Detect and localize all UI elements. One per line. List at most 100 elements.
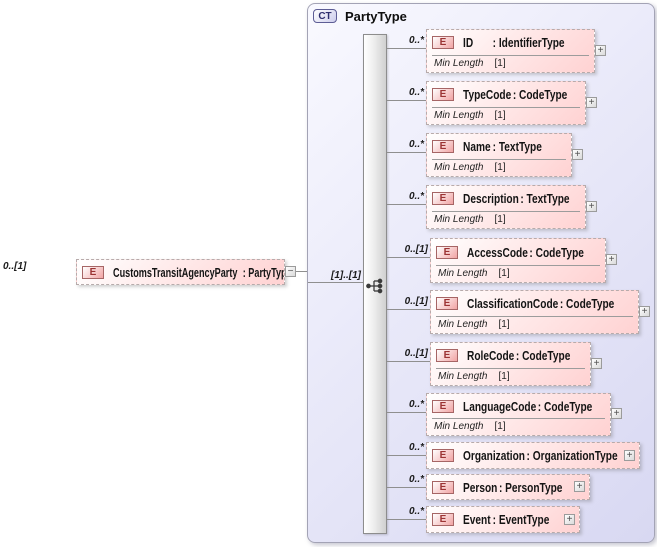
- connector-line: [387, 519, 426, 520]
- facet-label: Min Length: [434, 162, 484, 173]
- element-name: CustomsTransitAgencyParty: [113, 264, 238, 280]
- occurrence-label-classificationcode: 0..[1]: [404, 296, 428, 307]
- expand-toggle-classificationcode[interactable]: +: [639, 306, 650, 317]
- element-box-customs-transit-agency-party[interactable]: E CustomsTransitAgencyPartyPartyType: [76, 259, 285, 285]
- occurrence-label-organization: 0..*: [408, 442, 424, 453]
- element-type: PartyType: [240, 265, 284, 280]
- connector-line: [387, 487, 426, 488]
- complex-type-panel-partytype: CT PartyType [1]..[1]: [307, 3, 655, 543]
- element-box-event[interactable]: E EventEventType: [426, 506, 580, 533]
- sequence-compositor-bar[interactable]: [363, 34, 387, 534]
- occurrence-label-group: [1]..[1]: [331, 270, 361, 281]
- element-name: ClassificationCode: [467, 296, 559, 311]
- element-type: IdentifierType: [493, 35, 565, 50]
- facet-value: [1]: [494, 214, 506, 225]
- element-type: CodeType: [560, 296, 614, 311]
- expand-toggle-rolecode[interactable]: +: [591, 358, 602, 369]
- element-box-description[interactable]: E DescriptionTextType Min Length [1]: [426, 185, 586, 229]
- element-type: CodeType: [538, 399, 592, 414]
- element-type: EventType: [493, 512, 550, 527]
- connector-line: [387, 152, 426, 153]
- connector-line: [387, 309, 430, 310]
- sequence-icon: [366, 278, 383, 294]
- element-name: LanguageCode: [463, 398, 537, 414]
- element-icon: E: [436, 245, 458, 259]
- facet-label: Min Length: [438, 371, 488, 382]
- facet-row: Min Length [1]: [436, 368, 585, 385]
- element-icon: E: [432, 513, 454, 526]
- facet-value: [1]: [498, 371, 510, 382]
- expand-toggle-organization[interactable]: +: [624, 450, 635, 461]
- element-box-rolecode[interactable]: E RoleCodeCodeType Min Length [1]: [430, 342, 591, 386]
- element-box-classificationcode[interactable]: E ClassificationCodeCodeType Min Length …: [430, 290, 639, 334]
- element-name: Description: [463, 191, 519, 206]
- element-icon: E: [436, 297, 458, 310]
- element-header: E CustomsTransitAgencyPartyPartyType: [77, 260, 284, 284]
- facet-row: Min Length [1]: [432, 211, 580, 228]
- element-box-typecode[interactable]: E TypeCodeCodeType Min Length [1]: [426, 81, 586, 125]
- facet-label: Min Length: [438, 268, 488, 279]
- element-icon: E: [432, 399, 454, 413]
- facet-row: Min Length [1]: [436, 316, 633, 333]
- element-box-id[interactable]: E IDIdentifierType Min Length [1]: [426, 29, 595, 73]
- element-box-person[interactable]: E PersonPersonType: [426, 474, 590, 500]
- element-box-languagecode[interactable]: E LanguageCodeCodeType Min Length [1]: [426, 393, 611, 436]
- occurrence-label-event: 0..*: [408, 506, 424, 517]
- complex-type-title: PartyType: [345, 9, 407, 24]
- facet-label: Min Length: [434, 214, 484, 225]
- expand-toggle-description[interactable]: +: [586, 201, 597, 212]
- facet-label: Min Length: [434, 110, 484, 121]
- facet-row: Min Length [1]: [432, 418, 605, 435]
- facet-value: [1]: [494, 421, 506, 432]
- occurrence-label-rolecode: 0..[1]: [404, 348, 428, 359]
- facet-row: Min Length [1]: [432, 107, 580, 124]
- element-box-accesscode[interactable]: E AccessCodeCodeType Min Length [1]: [430, 238, 606, 283]
- element-name: Organization: [463, 448, 525, 463]
- connector-line: [387, 204, 426, 205]
- element-name: Person: [463, 479, 498, 495]
- expand-toggle-person[interactable]: +: [574, 481, 585, 492]
- occurrence-label-description: 0..*: [408, 191, 424, 202]
- occurrence-label-typecode: 0..*: [408, 87, 424, 98]
- element-box-organization[interactable]: E OrganizationOrganizationType: [426, 442, 640, 469]
- expand-toggle-accesscode[interactable]: +: [606, 254, 617, 265]
- expand-toggle-typecode[interactable]: +: [586, 97, 597, 108]
- occurrence-label-languagecode: 0..*: [408, 399, 424, 410]
- occurrence-label-person: 0..*: [408, 474, 424, 485]
- element-name: TypeCode: [463, 87, 512, 102]
- expand-toggle-id[interactable]: +: [595, 45, 606, 56]
- facet-value: [1]: [494, 162, 506, 173]
- expand-toggle-languagecode[interactable]: +: [611, 408, 622, 419]
- connector-line-root: [296, 271, 307, 272]
- collapse-toggle-root[interactable]: −: [285, 266, 296, 277]
- element-icon: E: [432, 449, 454, 462]
- connector-line: [387, 257, 430, 258]
- facet-value: [1]: [498, 268, 510, 279]
- element-type: TextType: [520, 191, 570, 206]
- element-box-name[interactable]: E NameTextType Min Length [1]: [426, 133, 572, 177]
- occurrence-label-name: 0..*: [408, 139, 424, 150]
- element-name: RoleCode: [467, 348, 515, 363]
- facet-label: Min Length: [434, 58, 484, 69]
- facet-value: [1]: [498, 319, 510, 330]
- element-name: Name: [463, 139, 491, 154]
- element-type: CodeType: [516, 348, 570, 363]
- facet-row: Min Length [1]: [432, 159, 566, 176]
- connector-line-group: [308, 282, 363, 283]
- element-type: CodeType: [513, 87, 567, 102]
- element-type: TextType: [493, 139, 542, 154]
- facet-label: Min Length: [434, 421, 484, 432]
- element-icon: E: [432, 140, 454, 153]
- occurrence-label-root: 0..[1]: [3, 261, 27, 272]
- facet-value: [1]: [494, 110, 506, 121]
- complex-type-icon: CT: [313, 9, 337, 23]
- expand-toggle-name[interactable]: +: [572, 149, 583, 160]
- facet-row: Min Length [1]: [436, 265, 600, 282]
- element-name: AccessCode: [467, 244, 528, 260]
- element-icon: E: [436, 349, 458, 362]
- expand-toggle-event[interactable]: +: [564, 514, 575, 525]
- facet-label: Min Length: [438, 319, 488, 330]
- facet-value: [1]: [494, 58, 506, 69]
- element-icon: E: [432, 480, 454, 494]
